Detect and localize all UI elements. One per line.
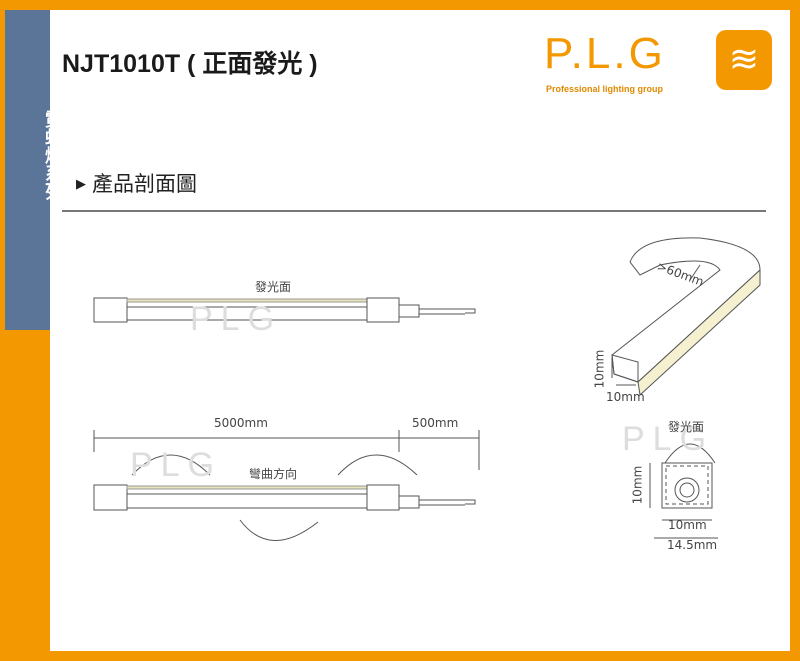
strip-top-view <box>93 297 476 323</box>
cable-length-label: 500mm <box>412 416 459 430</box>
triangle-icon: ▶ <box>76 177 86 192</box>
divider <box>62 210 766 212</box>
brand-logo: P.L.G Professional lighting group ≋ <box>544 26 774 106</box>
cross-section-view <box>649 443 718 539</box>
watermark: PLG <box>622 420 715 458</box>
bend-direction-label: 彎曲方向 <box>249 467 298 481</box>
watermark: PLG <box>190 300 283 338</box>
length-label: 5000mm <box>214 416 268 430</box>
watermark: PLG <box>130 446 223 484</box>
bend-arrow-icon <box>131 454 211 476</box>
page-title: NJT1010T ( 正面發光 ) <box>62 50 318 78</box>
bend-arrow-icon <box>337 454 418 476</box>
iso-width-label: 10mm <box>606 390 645 404</box>
logo-flame-icon: ≋ <box>716 30 772 90</box>
front-face-label: 發光面 <box>255 280 292 294</box>
section-front-label: 發光面 <box>668 420 705 434</box>
section-heading: ▶ 產品剖面圖 <box>76 168 197 198</box>
iso-height-label: 10mm <box>592 349 607 389</box>
section-height-label: 10mm <box>630 465 645 505</box>
strip-bend-view <box>93 454 476 541</box>
section-title: 產品剖面圖 <box>92 172 197 196</box>
section-width-label: 10mm <box>668 518 707 532</box>
sidebar-label: 霓虹燈系列 <box>42 110 63 200</box>
section-base-label: 14.5mm <box>667 538 718 552</box>
bend-arrow-icon <box>239 519 319 541</box>
isometric-view <box>611 237 761 397</box>
length-dimension <box>93 430 480 470</box>
logo-tagline: Professional lighting group <box>546 84 663 94</box>
sidebar: 霓虹燈系列 <box>5 10 63 330</box>
logo-text: P.L.G <box>544 29 666 78</box>
